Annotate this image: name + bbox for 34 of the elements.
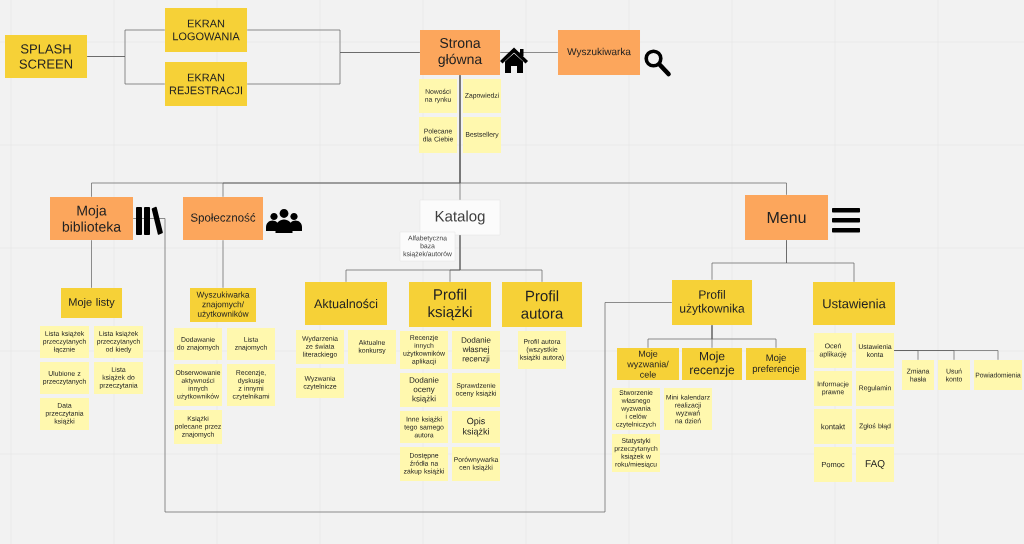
sticky-note: Profil użytkownika (672, 280, 752, 325)
connector-line (786, 239, 855, 283)
card: Katalog (419, 199, 501, 236)
connector-line (91, 239, 92, 289)
sticky-note: Menu (745, 195, 828, 240)
sticky-note: Strona główna (420, 30, 500, 75)
sticky-note: Moja biblioteka (50, 197, 133, 240)
sticky-note: Moje wyzwania/ cele (617, 348, 679, 380)
sticky-note: SPLASH SCREEN (5, 35, 87, 78)
sticky-note: Opis książki (452, 411, 500, 443)
sticky-note: EKRAN LOGOWANIA (165, 8, 247, 52)
connector-line (222, 239, 224, 289)
connector-line (132, 218, 673, 513)
sticky-note: FAQ (856, 447, 894, 482)
sticky-note: Profil autora (502, 282, 582, 327)
connector-line (459, 234, 543, 283)
sticky-note: Moje preferencje (746, 348, 806, 380)
connector-line (711, 324, 777, 349)
sticky-note: Wyszukiwarka znajomych/ użytkowników (190, 288, 256, 322)
sticky-note: Moje listy (61, 288, 122, 318)
connector-line (459, 74, 787, 196)
sticky-note: Dodanie oceny książki (400, 373, 448, 407)
sticky-note: Dodanie własnej recenzji (452, 331, 500, 369)
sticky-note: Profil książki (409, 282, 491, 327)
connector-line (893, 350, 999, 361)
sticky-note: Społeczność (183, 197, 263, 240)
connector-line (499, 52, 559, 53)
sticky-note: EKRAN REJESTRACJI (165, 62, 247, 106)
sticky-note: Aktualności (305, 282, 387, 325)
connector-line (246, 52, 421, 85)
connector-line (86, 56, 166, 85)
sticky-note: Moje recenzje (682, 348, 742, 380)
sticky-note: Wyszukiwarka (558, 30, 640, 75)
sticky-note: Ustawienia (813, 282, 895, 325)
